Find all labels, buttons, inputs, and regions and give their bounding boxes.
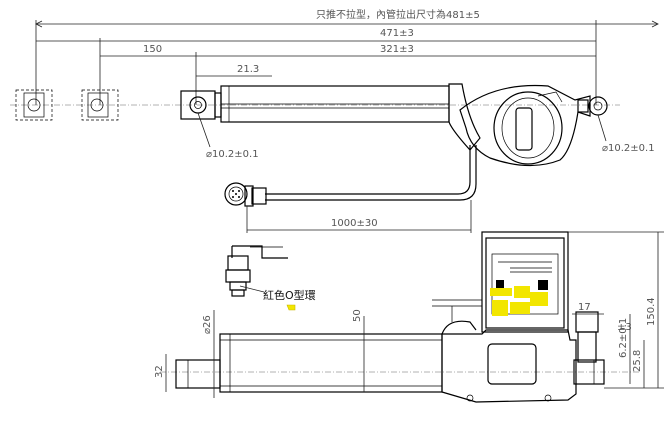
leader-oring <box>239 285 265 293</box>
product-label-sticker <box>490 253 559 316</box>
front-rod-end <box>577 96 608 116</box>
dim-rod-diameter: ⌀26 <box>202 315 213 334</box>
dim-overall-height: 150.4 <box>646 297 657 326</box>
dim-tube-height: 50 <box>352 309 363 322</box>
dim-front-hole: ⌀10.2±0.1 <box>602 143 655 154</box>
dim-retracted-length: 321±3 <box>380 44 414 55</box>
dim-slot: 6.2±0.1 <box>618 318 629 358</box>
dim-stroke: 150 <box>143 44 162 55</box>
stroke-note: 只推不拉型，內管拉出尺寸為481±5 <box>316 8 480 21</box>
dim-base-height: 32 <box>154 365 165 378</box>
arrowhead <box>651 20 659 28</box>
dim-rear-offset: 21.3 <box>237 64 259 75</box>
rear-clevis-ghost-2 <box>81 89 119 121</box>
oring-label: 紅色O型環 <box>263 288 316 302</box>
dim-rear-hole: ⌀10.2±0.1 <box>206 149 259 160</box>
motor-side <box>432 231 577 403</box>
dim-total-length: 471±3 <box>380 28 414 39</box>
leader-front-hole <box>597 114 607 142</box>
dim-hole-offset: 25.8 <box>632 350 643 372</box>
oring-tag <box>286 304 296 311</box>
front-clevis-side <box>573 311 605 385</box>
leader-rear-hole <box>197 112 211 148</box>
rear-clevis-ghost-1 <box>15 89 53 121</box>
dim-clevis-width: 17 <box>578 302 591 313</box>
connector-plug <box>224 182 248 206</box>
label-sticker-highlight <box>490 286 548 316</box>
connector-side-view <box>225 245 288 297</box>
motor-housing-top <box>448 83 591 167</box>
dim-pm: ±3 <box>617 322 632 333</box>
dim-cable-length: 1000±30 <box>331 218 378 229</box>
cable <box>244 145 477 207</box>
actuator-tube-side <box>175 333 443 393</box>
actuator-tube <box>214 85 450 123</box>
